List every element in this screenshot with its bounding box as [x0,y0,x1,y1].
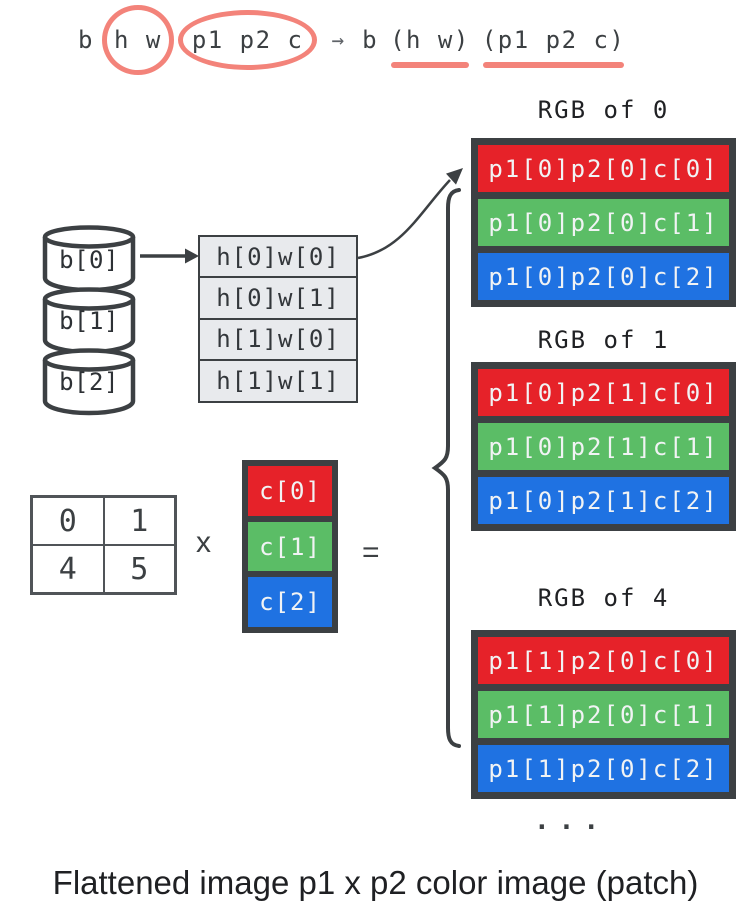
table-row: h[0]w[1] [198,276,358,320]
rgb-group-title: RGB of 1 [537,326,670,354]
formula-group2-in: p1 p2 c [191,26,304,54]
vector-cell-blue: c[2] [248,577,332,628]
equals-sign: = [362,536,380,569]
rgb-group-title: RGB of 0 [537,96,670,124]
diagram-caption: Flattened image p1 x p2 color image (pat… [52,864,699,901]
rgb-group-box: p1[0]p2[0]c[0] p1[0]p2[0]c[1] p1[0]p2[0]… [471,138,736,307]
arrow-right-icon [140,248,199,264]
table-row: h[1]w[1] [198,358,358,403]
formula-group1-out: (h w) [390,26,470,68]
rgb-bar-green: p1[0]p2[0]c[1] [478,199,729,246]
cylinder-label-b0: b[0] [59,246,119,274]
matrix-cell: 5 [103,545,175,593]
einops-formula: b h w p1 p2 c → b (h w) (p1 p2 c) [78,5,626,75]
rgb-bar-green: p1[1]p2[0]c[1] [478,691,729,738]
rgb-bar-red: p1[0]p2[0]c[0] [478,145,729,192]
matrix-cell: 4 [32,545,104,593]
rgb-bar-red: p1[0]p2[1]c[0] [478,369,729,416]
rgb-group-box: p1[1]p2[0]c[0] p1[1]p2[0]c[1] p1[1]p2[0]… [471,630,736,799]
formula-group2-out: (p1 p2 c) [481,26,626,68]
matrix-cell: 0 [32,497,104,545]
rgb-bar-green: p1[0]p2[1]c[1] [478,423,729,470]
pixel-matrix: 0 1 4 5 [30,495,177,595]
arrow-glyph: → [331,28,345,52]
rgb-group-title: RGB of 4 [537,584,670,612]
flattened-hw-table: h[0]w[0] h[0]w[1] h[1]w[0] h[1]w[1] [198,235,358,403]
times-sign: x [196,526,211,559]
vector-cell-red: c[0] [248,466,332,516]
formula-group1-in: h w [113,26,162,54]
table-row: h[1]w[0] [198,317,358,362]
matrix-cell: 1 [103,497,175,545]
red-ellipse-hw: h w [101,5,174,75]
table-row: h[0]w[0] [198,235,358,279]
curved-arrow-icon [357,168,463,260]
curly-brace-icon [431,188,461,748]
vector-cell-green: c[1] [248,521,332,572]
ellipsis: ... [534,806,608,836]
color-channel-vector: c[0] c[1] c[2] [242,460,338,633]
cylinder-label-b1: b[1] [59,307,119,335]
rgb-bar-blue: p1[0]p2[0]c[2] [478,253,729,300]
rgb-bar-red: p1[1]p2[0]c[0] [478,637,729,684]
cylinder-label-b2: b[2] [59,368,119,396]
rgb-bar-blue: p1[1]p2[0]c[2] [478,745,729,792]
formula-b-out: b [362,26,379,54]
formula-b-in: b [78,26,94,54]
red-ellipse-p1p2c: p1 p2 c [177,10,318,70]
rgb-group-box: p1[0]p2[1]c[0] p1[0]p2[1]c[1] p1[0]p2[1]… [471,362,736,531]
rgb-bar-blue: p1[0]p2[1]c[2] [478,477,729,524]
